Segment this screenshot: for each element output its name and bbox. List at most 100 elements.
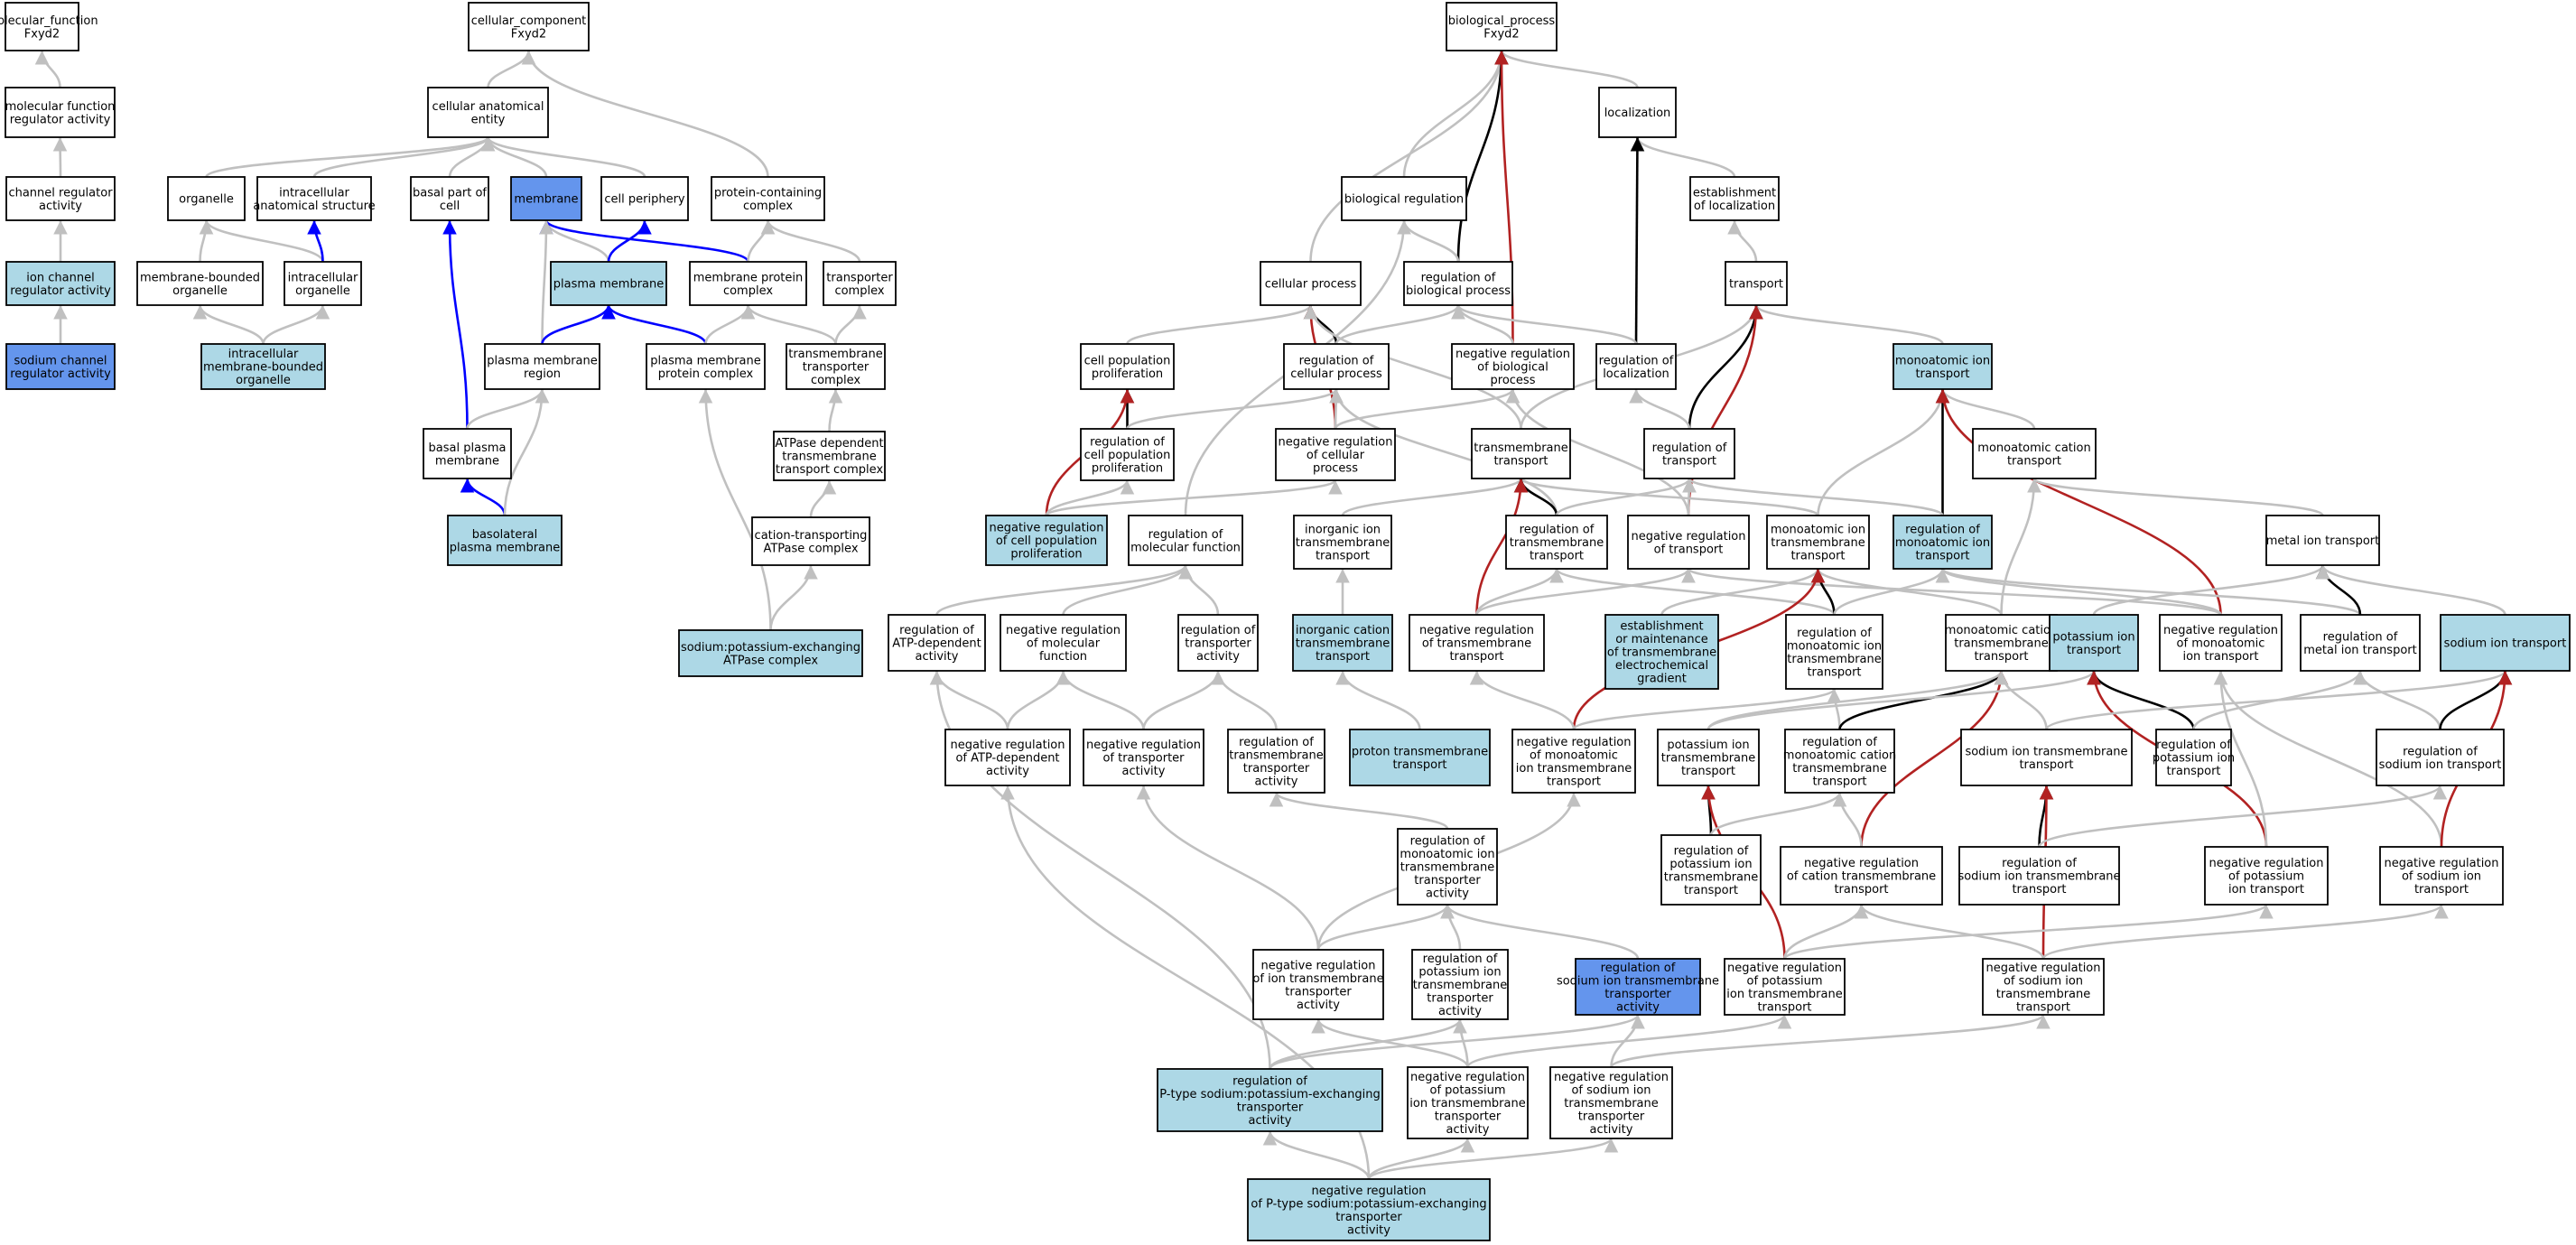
term-node-pm[interactable]: plasma membrane [550,261,667,306]
term-node-mett[interactable]: metal ion transport [2265,515,2380,566]
term-node-breg[interactable]: biological regulation [1341,176,1467,221]
term-label-line: transporter [1604,988,1671,1001]
term-node-organelle[interactable]: organelle [167,176,246,221]
term-node-membrane[interactable]: membrane [510,176,582,221]
term-node-nat[interactable]: sodium ion transport [2440,614,2571,672]
term-node-loc[interactable]: localization [1598,87,1677,138]
term-node-cellper[interactable]: cell periphery [600,176,689,221]
term-label-line: transport [1915,367,1969,381]
term-node-transport[interactable]: transport [1725,261,1788,306]
term-label-line: ion channel [26,271,94,284]
term-label-line: transport [2016,1000,2070,1014]
edge-is-a-tc-to-pcc [760,219,861,263]
term-node-cp[interactable]: cellular process [1260,261,1362,306]
term-box [1349,729,1491,786]
term-label-line: potassium ion [1669,858,1752,871]
term-label-line: plasma membrane [650,354,761,367]
term-node-rtta[interactable]: regulation oftransmembranetransporteract… [1227,729,1325,794]
term-box [1471,428,1571,479]
term-label-line: ion transmembrane [1726,988,1842,1001]
term-label-line: anatomical structure [253,200,375,213]
term-node-rptspe[interactable]: regulation ofP-type sodium:potassium-exc… [1157,1068,1383,1132]
